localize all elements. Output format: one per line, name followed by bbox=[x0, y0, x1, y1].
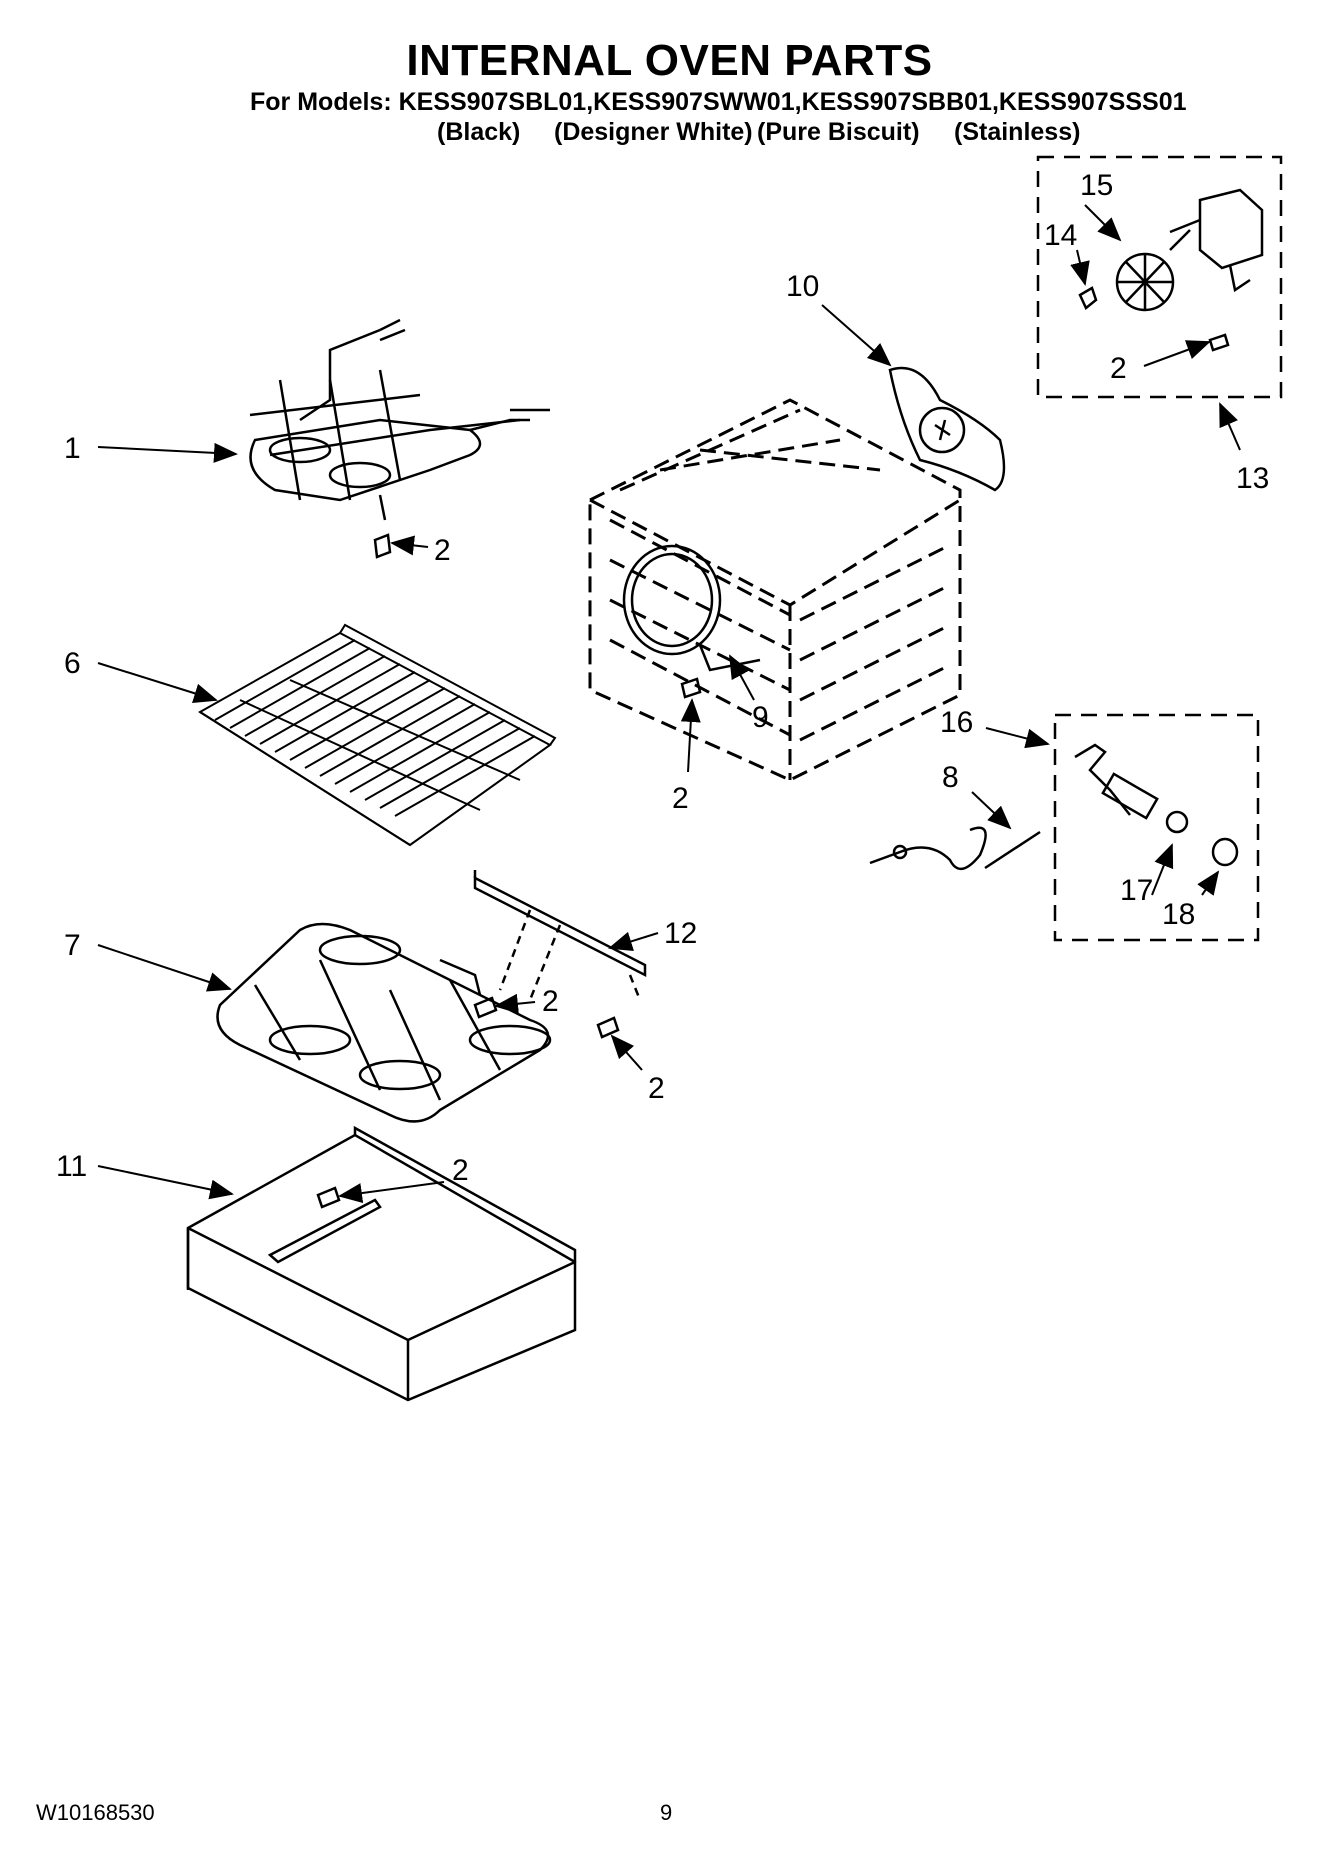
callout-14: 14 bbox=[1044, 219, 1077, 252]
callout-2-fan-motor: 2 bbox=[1110, 352, 1127, 385]
page-title: INTERNAL OVEN PARTS bbox=[406, 36, 933, 85]
oven-cavity bbox=[588, 398, 962, 782]
callout-18: 18 bbox=[1162, 898, 1195, 931]
callout-12: 12 bbox=[664, 917, 697, 950]
callout-2-cover: 2 bbox=[452, 1154, 469, 1187]
callout-6: 6 bbox=[64, 647, 81, 680]
model-list: For Models: KESS907SBL01,KESS907SWW01,KE… bbox=[250, 88, 1187, 116]
fan-baffle-part bbox=[888, 366, 1006, 492]
fan-motor-part bbox=[1078, 188, 1264, 352]
meat-probe-part bbox=[869, 826, 1041, 870]
sensor-assembly-box bbox=[1053, 713, 1260, 942]
finish-stainless: (Stainless) bbox=[954, 118, 1081, 146]
cover-panel-part bbox=[186, 1125, 577, 1402]
oven-rack-part bbox=[198, 623, 557, 847]
callout-10: 10 bbox=[786, 270, 819, 303]
finish-black: (Black) bbox=[437, 118, 521, 146]
callout-arrows bbox=[97, 204, 1241, 1203]
callout-2-cavity: 2 bbox=[672, 782, 689, 815]
callout-16: 16 bbox=[940, 706, 973, 739]
screw-part bbox=[316, 533, 702, 1209]
bracket-part bbox=[473, 870, 647, 1001]
callout-8: 8 bbox=[942, 761, 959, 794]
callout-9: 9 bbox=[752, 701, 769, 734]
upper-element-part bbox=[249, 318, 550, 521]
page-number: 9 bbox=[660, 1800, 673, 1825]
callout-2-upper-element: 2 bbox=[434, 534, 451, 567]
callout-1: 1 bbox=[64, 432, 81, 465]
fan-motor-box bbox=[1036, 155, 1283, 399]
finish-pure-biscuit: (Pure Biscuit) bbox=[757, 118, 920, 146]
callout-2-bracket: 2 bbox=[648, 1072, 665, 1105]
callout-11: 11 bbox=[56, 1150, 87, 1183]
callout-2-lower-element: 2 bbox=[542, 985, 559, 1018]
callout-7: 7 bbox=[64, 929, 81, 962]
lower-element-part bbox=[216, 922, 552, 1123]
callout-17: 17 bbox=[1120, 874, 1153, 907]
sensor-part bbox=[1074, 743, 1239, 867]
finish-designer-white: (Designer White) bbox=[554, 118, 753, 146]
callout-13: 13 bbox=[1236, 462, 1269, 495]
document-number: W10168530 bbox=[36, 1800, 155, 1825]
convection-element-part bbox=[622, 544, 761, 672]
callout-15: 15 bbox=[1080, 169, 1113, 202]
